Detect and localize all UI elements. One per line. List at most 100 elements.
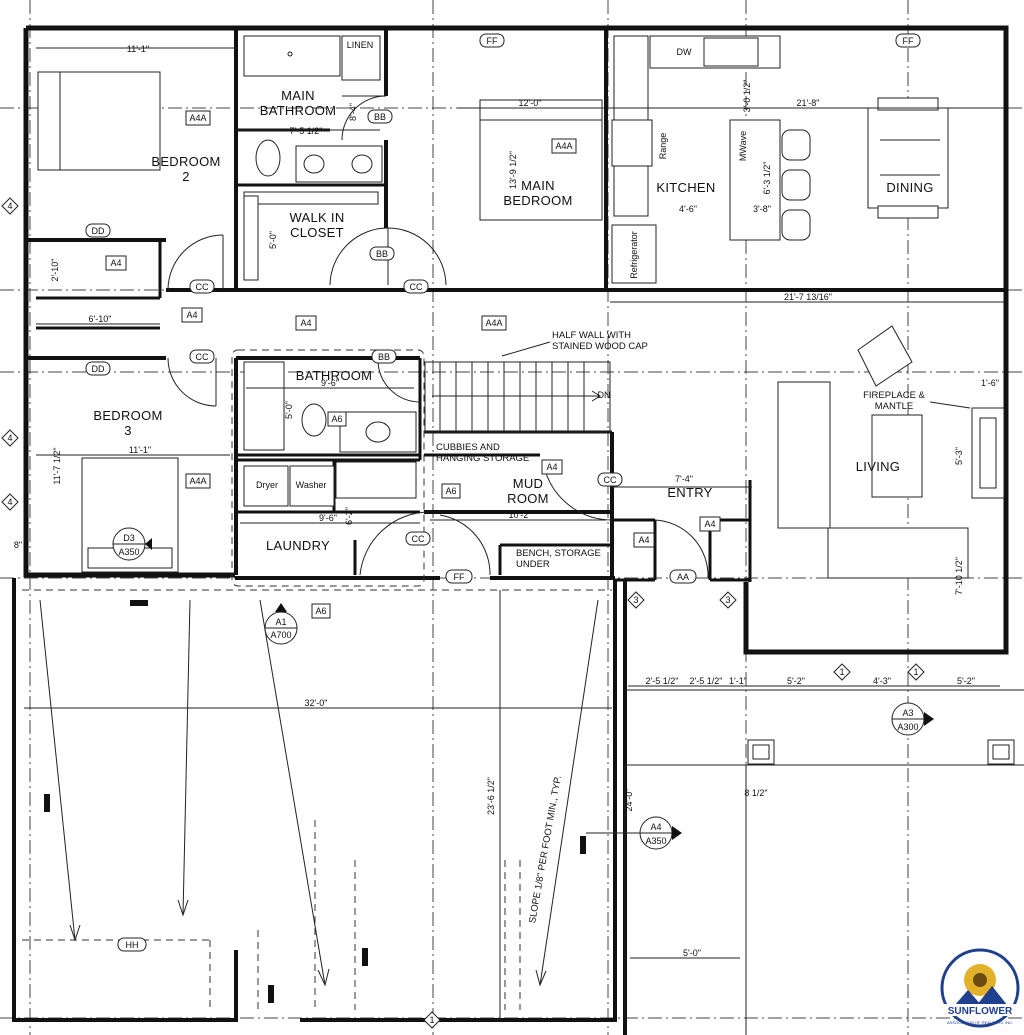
fixture-label-dryer: Dryer (256, 480, 278, 490)
room-label-mud-room-line: MUD (513, 476, 544, 491)
dim-laundry-depth: 6'-2" (344, 507, 354, 525)
door-tags: FF FF FF BB BB BB DD DD CC CC CC CC CC A… (85, 33, 921, 952)
note-cubbies-line: CUBBIES AND (436, 442, 500, 453)
tag-ff-dining: FF (903, 36, 914, 46)
tag-aa-entry: AA (677, 572, 689, 582)
dimension-texts: 11'-1" 7'-5 1/2" 8'-4" 12'-0" 13'-9 1/2"… (14, 44, 999, 958)
dim-main-bed-depth: 13'-9 1/2" (508, 151, 518, 189)
dim-hall-closet: 2'-10" (50, 259, 60, 282)
fixture-label-dw: DW (677, 47, 692, 57)
dim-bath-depth: 5'-0" (284, 401, 294, 419)
note-half-wall-line: HALF WALL WITH (552, 330, 631, 341)
dim-main-bath-width: 7'-5 1/2" (290, 126, 323, 136)
fixtures (37, 35, 1005, 579)
dim-kitchen-counter: 3'-0 1/2" (742, 80, 752, 113)
room-label-linen: LINEN (347, 40, 374, 50)
dim-island-length: 6'-3 1/2" (762, 162, 772, 195)
room-label-bathroom: BATHROOM (296, 368, 373, 383)
grid-marker-entry-b: 3 (725, 595, 730, 605)
grid-marker-bottom: 1 (429, 1015, 434, 1025)
dim-bedroom3-width: 11'-1" (129, 445, 151, 455)
tag-dd-hall-closet: DD (92, 226, 105, 236)
tag-a6-bottom: A6 (315, 606, 326, 616)
note-fireplace-line: FIREPLACE & (863, 390, 925, 401)
tag-dd-bedroom3: DD (92, 364, 105, 374)
note-bench-line: UNDER (516, 559, 550, 570)
dim-porch-e: 4'-3" (873, 676, 891, 686)
dim-bath-width: 9'-6" (321, 378, 339, 388)
section-d3-label: D3 (123, 533, 135, 543)
section-a1-label: A1 (275, 617, 286, 627)
tag-a4a-bedroom2: A4A (189, 113, 206, 123)
note-cubbies-line: HANGING STORAGE (436, 453, 529, 464)
section-a3-label: A3 (902, 708, 913, 718)
dim-closet-depth: 5'-0" (268, 231, 278, 249)
note-bench-line: BENCH, STORAGE (516, 548, 601, 559)
logo-name: SUNFLOWER (948, 1006, 1013, 1017)
dim-laundry-width: 9'-6" (319, 513, 337, 523)
room-label-walk-in-closet-line: WALK IN (289, 210, 344, 225)
grid-marker-porch-b: 1 (913, 667, 918, 677)
tag-cc-laundry: CC (412, 534, 425, 544)
tag-bb-main-bath: BB (374, 112, 386, 122)
tag-a4-entry-b: A4 (704, 519, 715, 529)
dim-bedroom2-width: 11'-1" (127, 44, 149, 54)
room-label-main-bathroom-line: BATHROOM (260, 103, 337, 118)
tag-bb-bathroom: BB (378, 352, 390, 362)
room-label-walk-in-closet-line: CLOSET (290, 225, 344, 240)
note-fireplace: FIREPLACE &MANTLE (863, 390, 925, 412)
room-label-entry: ENTRY (667, 485, 712, 500)
dim-kitchen-dining-width: 21'-8" (797, 98, 820, 108)
dim-main-bath-door: 8'-4" (348, 103, 358, 121)
grid-marker-left-low: 4 (7, 497, 12, 507)
tag-cc-mud-room: CC (604, 475, 617, 485)
room-label-bedroom-3-line: 3 (124, 423, 132, 438)
tag-a4a-bedroom3: A4A (189, 476, 206, 486)
dim-porch-depth: 24'-0" (624, 789, 634, 812)
tag-a6-bath: A6 (331, 414, 342, 424)
section-a4-sheet: A350 (645, 836, 666, 846)
tag-a4-entry-a: A4 (638, 535, 649, 545)
tag-a4-closet: A4 (110, 258, 121, 268)
room-label-mud-room-line: ROOM (507, 491, 549, 506)
section-a4-label: A4 (650, 822, 661, 832)
logo-subtitle: ASSOCIATION OF REALTORS, INC. (947, 1020, 1013, 1025)
tag-a4-hall: A4 (186, 310, 197, 320)
wall-tags: A4A A4A A4 A4 A4 A4A A4A A6 A6 A6 A4 A4 … (105, 110, 721, 619)
fixture-label-mwave: MWave (738, 131, 748, 161)
tag-ff-main-bedroom: FF (487, 36, 498, 46)
section-d3-sheet: A350 (118, 547, 139, 557)
door-swings (167, 95, 709, 579)
dim-bedroom3-depth: 11'-7 1/2" (52, 447, 62, 484)
tag-cc-bedroom3: CC (196, 352, 209, 362)
dim-post-offset: 8 1/2" (744, 788, 767, 798)
dim-entry-width: 7'-4" (675, 474, 693, 484)
grid-marker-entry-a: 3 (633, 595, 638, 605)
fixture-label-refrigerator: Refrigerator (629, 231, 639, 279)
dim-porch-b: 2'-5 1/2" (690, 676, 723, 686)
dim-island-width: 3'-8" (753, 204, 771, 214)
dim-living-offset: 7'-10 1/2" (954, 557, 964, 595)
grid-diamonds: 4 4 4 3 3 1 1 1 (1, 197, 925, 1029)
room-label-bedroom-3-line: BEDROOM (93, 408, 162, 423)
room-label-laundry: LAUNDRY (266, 538, 330, 553)
room-label-dining: DINING (886, 180, 933, 195)
tag-hh-garage: HH (126, 940, 139, 950)
room-label-living: LIVING (856, 459, 900, 474)
dim-porch-d: 5'-2" (787, 676, 805, 686)
dim-kitchen-aisle: 4'-6" (679, 204, 697, 214)
room-label-main-bedroom-line: BEDROOM (503, 193, 572, 208)
tag-bb-closet: BB (376, 249, 388, 259)
walls (12, 25, 1024, 1035)
fixture-label-washer: Washer (296, 480, 327, 490)
dimension-lines (24, 47, 1004, 1020)
grid-marker-left-top: 4 (7, 201, 12, 211)
tag-cc-closet: CC (410, 282, 423, 292)
tag-a4a-center: A4A (485, 318, 502, 328)
section-a1-sheet: A700 (270, 630, 291, 640)
